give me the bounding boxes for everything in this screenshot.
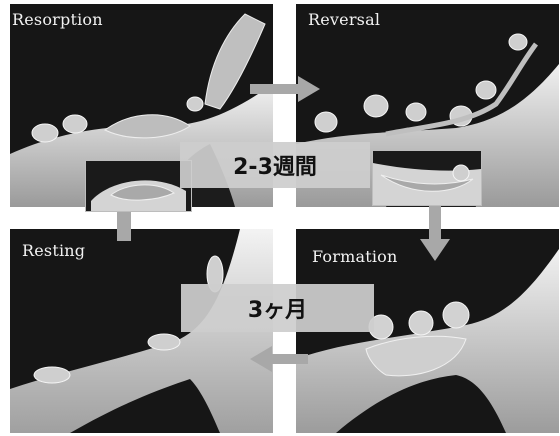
resorption-label: Resorption: [12, 10, 103, 29]
formation-label: Formation: [312, 247, 398, 266]
arrow-right-top: [250, 76, 320, 102]
reversal-pit-inset: [372, 150, 482, 206]
duration-label-3-months: 3ヶ月: [181, 284, 374, 332]
reversal-pit-illustration: [373, 151, 481, 205]
arrow-left-bottom: [250, 346, 308, 372]
resorption-pit-illustration: [86, 161, 191, 211]
resting-label: Resting: [22, 241, 85, 260]
reversal-label: Reversal: [308, 10, 380, 29]
duration-label-2-3-weeks: 2-3週間: [180, 142, 370, 188]
resorption-pit-inset: [85, 160, 192, 212]
arrow-down-right: [420, 205, 450, 261]
